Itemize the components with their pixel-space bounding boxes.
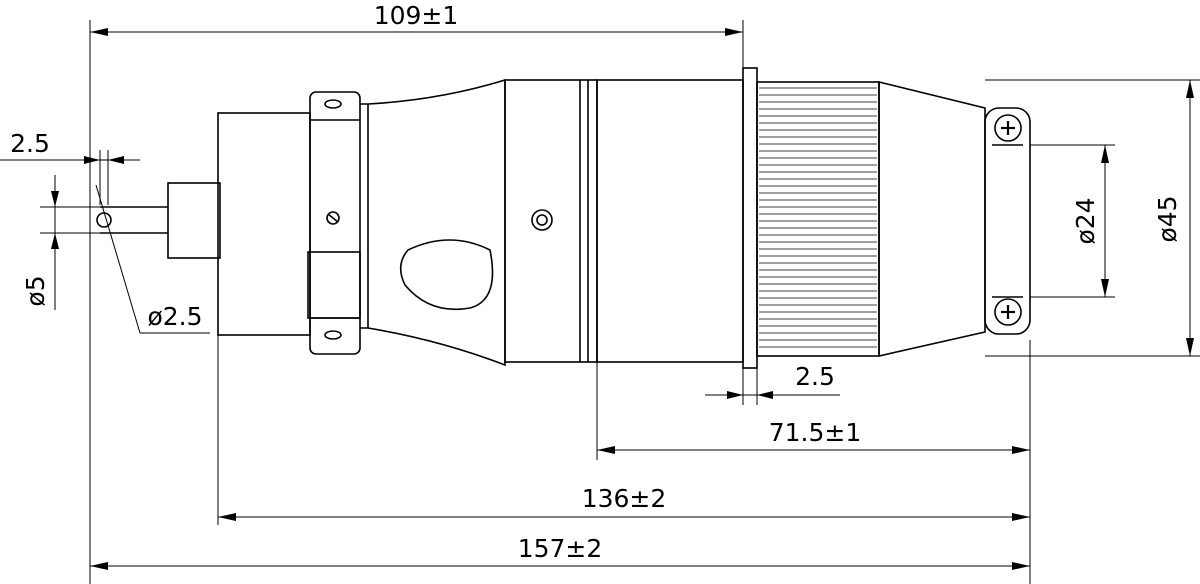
main-sleeve — [504, 79, 598, 363]
pin-collar — [167, 182, 221, 259]
connector-body — [96, 67, 1031, 369]
dim-phi2-5-leader — [95, 184, 141, 334]
dim-phi24-label: ø24 — [1071, 197, 1100, 244]
dim-2-5-left-label: 2.5 — [10, 129, 50, 158]
dim-157-label: 157±2 — [518, 534, 603, 563]
clamp-screw-bottom — [994, 298, 1022, 326]
tapered-body — [360, 78, 506, 367]
rear-taper — [878, 80, 986, 358]
cable-clamp — [984, 107, 1031, 335]
contact-pin — [96, 206, 168, 234]
dim-phi2-5-label: ø2.5 — [147, 302, 202, 331]
ring-hole-bottom — [324, 330, 342, 340]
front-housing — [217, 112, 311, 336]
ring-hole-top — [324, 99, 342, 109]
sleeve-screw-outer — [531, 209, 553, 231]
dim-phi45-label: ø45 — [1153, 195, 1182, 242]
flange — [742, 67, 758, 369]
dim-136-label: 136±2 — [582, 484, 667, 513]
dim-109-label: 109±1 — [374, 1, 459, 30]
dim-71-5-label: 71.5±1 — [769, 418, 862, 447]
cylinder-section — [596, 79, 744, 363]
pin-hole — [96, 212, 112, 228]
dimension-lines — [0, 28, 1194, 570]
extension-lines — [40, 20, 1200, 584]
dimension-labels: 109±1 2.5 ø5 ø2.5 2.5 71.5±1 136±2 157±2… — [10, 1, 1182, 563]
body-window — [399, 239, 494, 311]
dim-phi5-label: ø5 — [21, 275, 50, 306]
coupling-ring — [307, 91, 361, 355]
ring-screw — [326, 211, 340, 225]
sleeve-screw-inner — [536, 214, 548, 226]
clamp-screw-top — [994, 114, 1022, 142]
knurled-nut — [756, 81, 880, 357]
dim-2-5-flange-label: 2.5 — [795, 362, 835, 391]
